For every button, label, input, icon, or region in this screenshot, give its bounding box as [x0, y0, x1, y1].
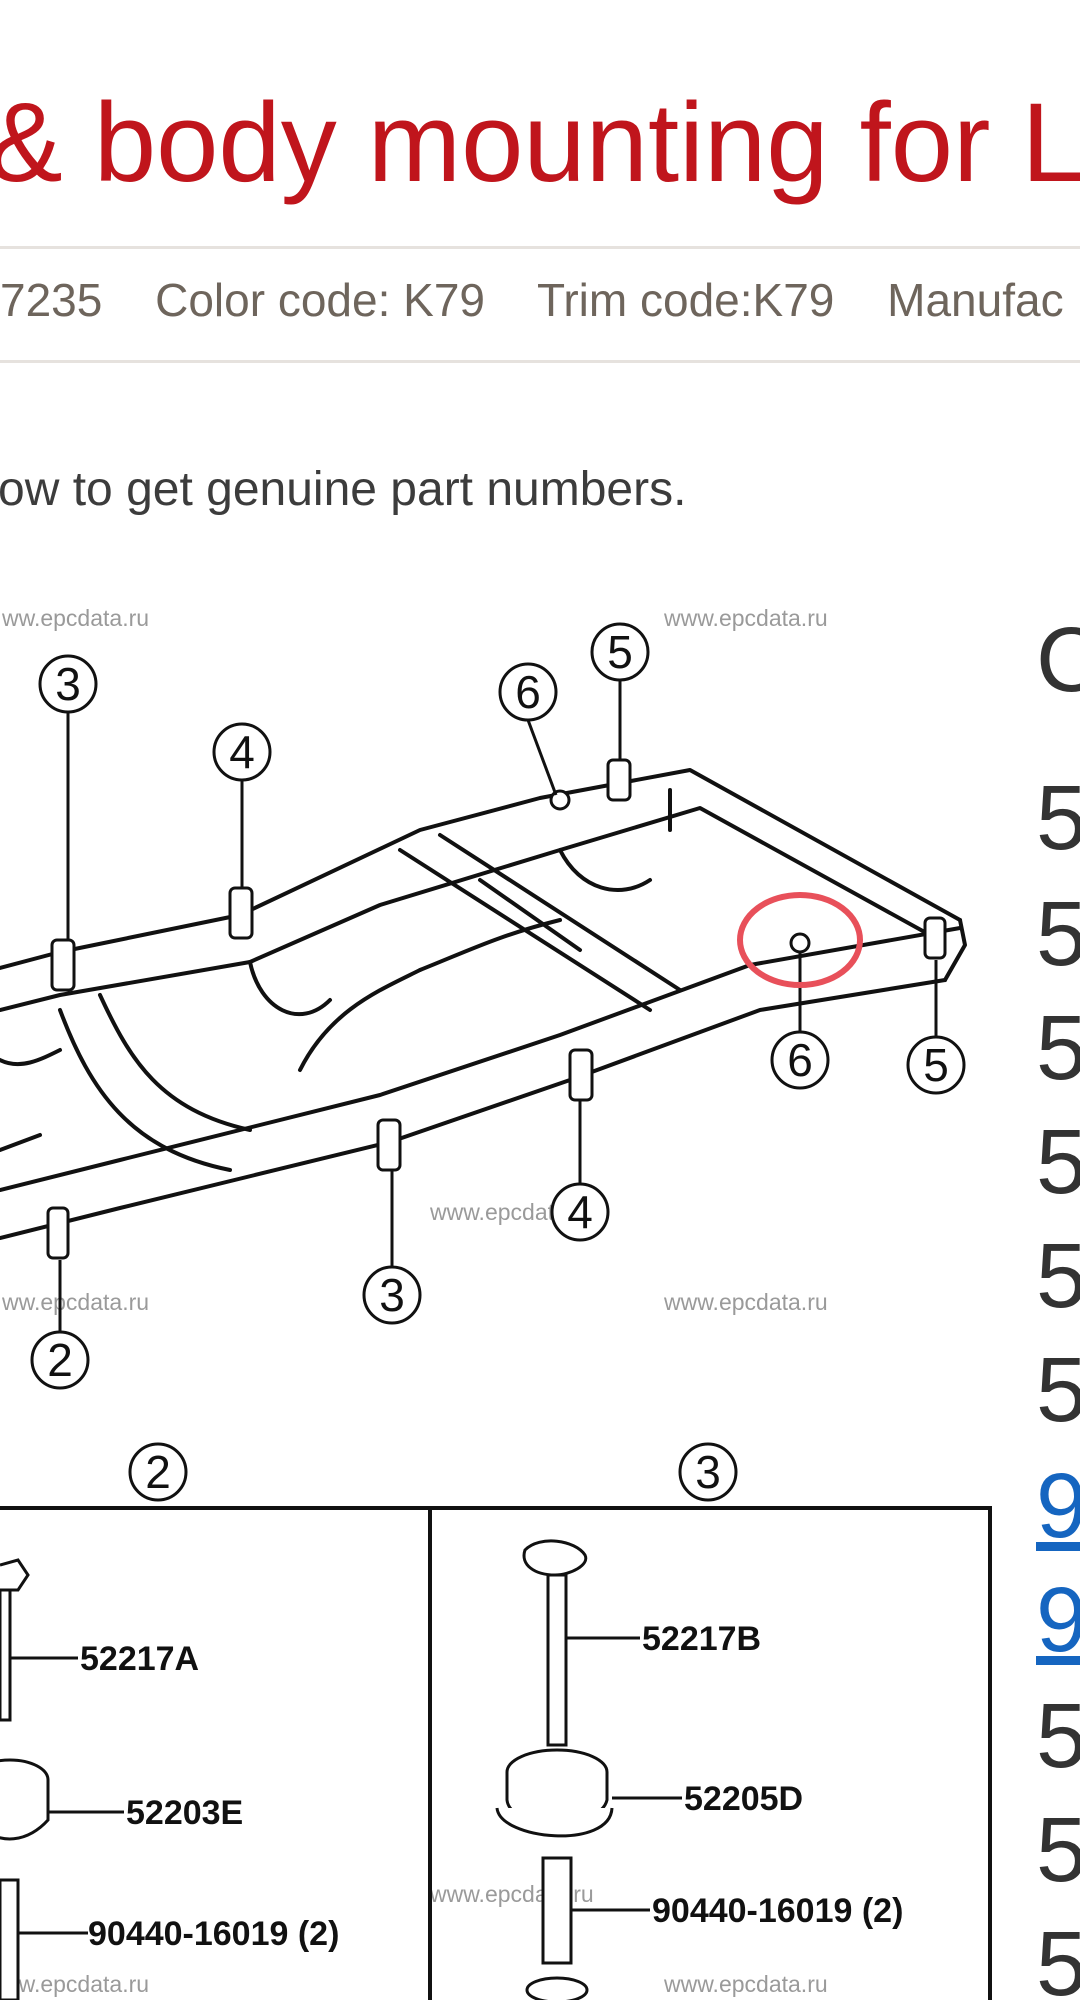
svg-text:3: 3 — [379, 1269, 405, 1321]
part-list-item: 5 — [1036, 883, 1080, 985]
watermark: ww.epcdata.ru — [1, 1289, 149, 1315]
callout-3[interactable]: 3 — [38, 654, 98, 714]
svg-text:3: 3 — [695, 1446, 721, 1498]
detail-mount-3 — [495, 1539, 682, 2000]
callouts[interactable]: 3 4 6 5 6 5 3 — [30, 622, 966, 1502]
part-list-link[interactable]: 9 — [1036, 1569, 1080, 1671]
detail-callout-2[interactable]: 2 — [128, 1442, 188, 1502]
svg-text:2: 2 — [145, 1446, 171, 1498]
watermark: www.epcdata.ru — [663, 1289, 828, 1315]
callout-4[interactable]: 4 — [550, 1182, 610, 1242]
part-number-label[interactable]: 52203E — [126, 1794, 243, 1832]
detail-panels — [0, 1506, 992, 2000]
svg-text:4: 4 — [229, 726, 255, 778]
part-list-item: 5 — [1036, 1685, 1080, 1787]
mount-stud — [46, 1206, 70, 1260]
part-number-label[interactable]: 52217A — [80, 1640, 199, 1678]
svg-text:4: 4 — [567, 1186, 593, 1238]
callout-5[interactable]: 5 — [590, 622, 650, 682]
callout-6[interactable]: 6 — [498, 662, 558, 722]
part-list-link[interactable]: 9 — [1036, 1455, 1080, 1557]
part-list-item: 5 — [1036, 1913, 1080, 2000]
parts-diagram[interactable]: ww.epcdata.ru www.epcdata.ru www.epcdata… — [0, 590, 1000, 2000]
mount-stud — [923, 916, 947, 960]
mount-stud — [50, 938, 76, 992]
watermark: www.epcdata.ru — [663, 1971, 828, 1997]
mount-stud — [376, 1118, 402, 1172]
svg-text:6: 6 — [515, 666, 541, 718]
svg-text:6: 6 — [787, 1034, 813, 1086]
part-number-label[interactable]: 90440-16019 (2) — [88, 1915, 339, 1953]
watermark: ww.epcdata.ru — [1, 1971, 149, 1997]
divider-bottom — [0, 360, 1080, 363]
highlight-circle — [737, 892, 863, 988]
part-list-item: 5 — [1036, 1339, 1080, 1441]
mount-bolt — [789, 932, 811, 954]
part-list-item: 5 — [1036, 767, 1080, 869]
trim-code: Trim code:K79 — [536, 274, 835, 326]
part-list-header: C — [1036, 609, 1080, 711]
color-code: Color code: K79 — [155, 274, 485, 326]
mount-stud — [228, 886, 254, 940]
callout-4[interactable]: 4 — [212, 722, 272, 782]
svg-text:3: 3 — [55, 658, 81, 710]
manufacture-date: Manufac — [887, 274, 1064, 326]
mount-studs — [46, 758, 947, 1260]
part-number-label[interactable]: 90440-16019 (2) — [652, 1892, 903, 1930]
part-number-label[interactable]: 52217B — [642, 1620, 761, 1658]
callout-2[interactable]: 2 — [30, 1330, 90, 1390]
callout-3[interactable]: 3 — [362, 1265, 422, 1325]
page-title: & body mounting for La — [0, 80, 1080, 205]
svg-text:2: 2 — [47, 1334, 73, 1386]
callout-5[interactable]: 5 — [906, 1035, 966, 1095]
svg-text:5: 5 — [923, 1039, 949, 1091]
chassis-frame-drawing — [0, 768, 967, 1240]
svg-text:5: 5 — [607, 626, 633, 678]
part-number-label[interactable]: 52205D — [684, 1780, 803, 1818]
mount-bolt — [549, 789, 571, 811]
part-number-hint[interactable]: ow to get genuine part numbers. — [0, 463, 687, 516]
watermark: www.epcdata.ru — [663, 605, 828, 631]
part-list-item: 5 — [1036, 1225, 1080, 1327]
mount-stud — [606, 758, 632, 802]
vehicle-meta-bar: 7235 Color code: K79 Trim code:K79 Manuf… — [0, 268, 1080, 332]
leader-lines — [58, 680, 938, 1335]
divider-top — [0, 246, 1080, 249]
watermark: ww.epcdata.ru — [1, 605, 149, 631]
callout-6[interactable]: 6 — [770, 1030, 830, 1090]
mount-stud — [568, 1048, 594, 1102]
part-list-item: 5 — [1036, 1111, 1080, 1213]
detail-callout-3[interactable]: 3 — [678, 1442, 738, 1502]
part-list-item: 5 — [1036, 1799, 1080, 1901]
detail-mount-2 — [0, 1558, 124, 2000]
part-list-item: 5 — [1036, 997, 1080, 1099]
frame-number: 7235 — [0, 274, 103, 326]
